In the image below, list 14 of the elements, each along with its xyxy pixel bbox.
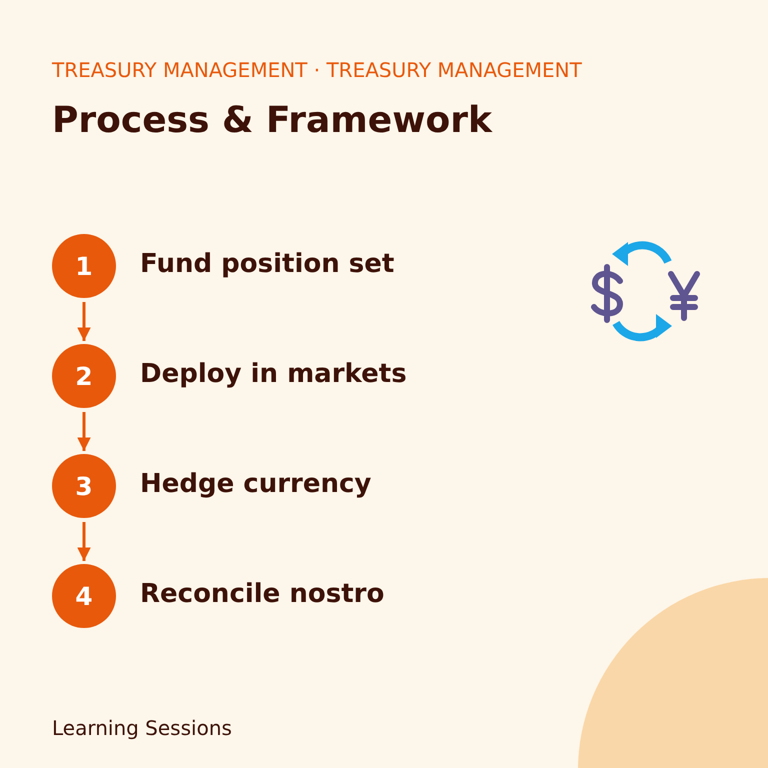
step-number: 1 <box>75 252 93 280</box>
title: Process & Framework <box>52 100 492 141</box>
arrow <box>77 302 91 341</box>
step-number: 2 <box>75 362 93 390</box>
step-number: 4 <box>75 582 93 610</box>
category-label: TREASURY MANAGEMENT · TREASURY MANAGEMENT <box>52 58 582 82</box>
step-number: 3 <box>75 472 93 500</box>
step-label: Hedge currency <box>140 469 372 499</box>
step-label: Fund position set <box>140 249 394 279</box>
step-label: Reconcile nostro <box>140 579 384 609</box>
arrow <box>77 412 91 451</box>
step-label: Deploy in markets <box>140 359 407 389</box>
footer-text: Learning Sessions <box>52 716 232 740</box>
arrow <box>77 522 91 561</box>
